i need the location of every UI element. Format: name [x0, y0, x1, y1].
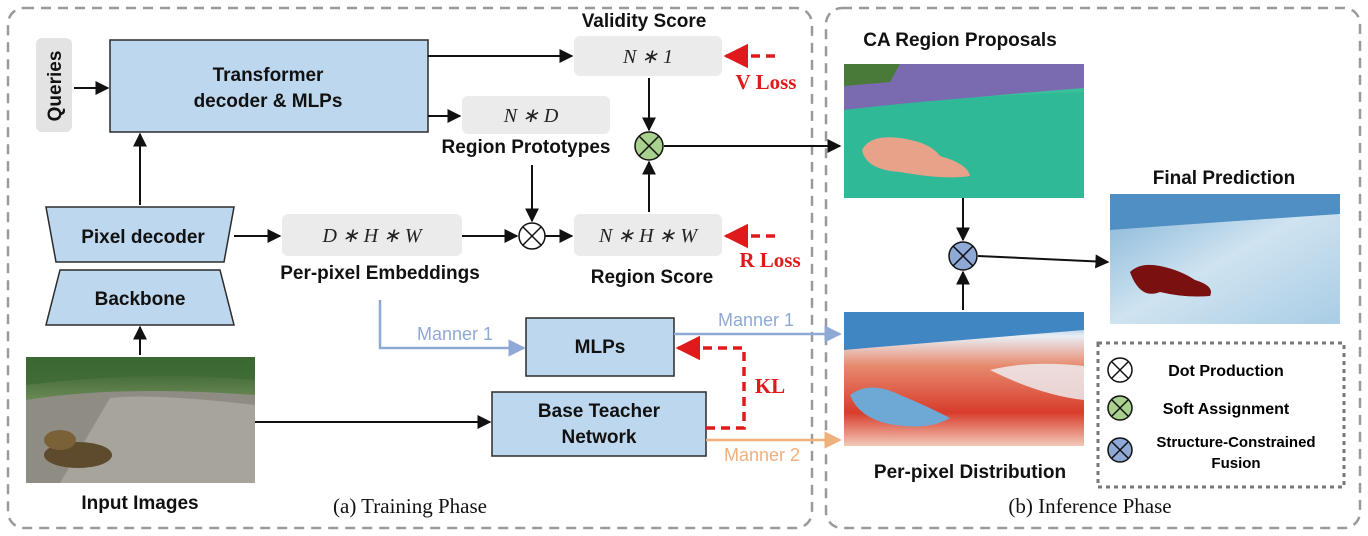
loss-arrows: [675, 43, 775, 430]
backbone-block: [45, 269, 235, 326]
ca-region-proposals-image: [844, 64, 1084, 198]
r-loss-label: R Loss: [739, 248, 800, 272]
queries-label: Queries: [45, 51, 66, 122]
dot-production-label: Dot Production: [1168, 363, 1284, 380]
dot-production-legend-icon: [1107, 357, 1133, 383]
prototype-shape: N ∗ D: [503, 105, 559, 127]
region-score-label: Region Score: [591, 267, 713, 288]
legend: Dot Production Soft Assignment Structure…: [1096, 341, 1346, 489]
soft-assignment-operator: [634, 131, 664, 161]
final-prediction-image: [1110, 194, 1340, 324]
teacher-block: [491, 391, 707, 457]
soft-assignment-label: Soft Assignment: [1163, 401, 1290, 418]
fusion-legend-icon: [1107, 437, 1133, 463]
training-phase-label: (a) Training Phase: [333, 494, 487, 518]
teacher-label-line1: Base Teacher: [538, 401, 661, 422]
dot-product-operator: [518, 222, 546, 250]
manner1-left-label: Manner 1: [417, 324, 493, 344]
flow-arrows: [74, 49, 1110, 429]
fusion-label-line1: Structure-Constrained: [1156, 434, 1315, 451]
training-phase-frame: [6, 6, 814, 530]
final-prediction-label: Final Prediction: [1153, 168, 1296, 189]
transformer-label-line1: Transformer: [213, 65, 324, 86]
soft-assignment-legend-icon: [1107, 395, 1133, 421]
pixel-decoder-block: [45, 206, 235, 263]
pixel-decoder-label: Pixel decoder: [81, 227, 205, 248]
per-pixel-distribution-image: [844, 312, 1084, 446]
prototype-shape-box: [462, 96, 610, 134]
kl-label: KL: [755, 374, 785, 398]
transformer-block: [109, 39, 429, 133]
manner-arrows: [378, 300, 842, 449]
manner1-right-label: Manner 1: [718, 310, 794, 330]
ca-region-proposals-label: CA Region Proposals: [863, 30, 1057, 51]
input-image: [26, 357, 255, 483]
validity-score-label: Validity Score: [582, 11, 707, 32]
embedding-shape: D ∗ H ∗ W: [321, 225, 423, 247]
transformer-label-line2: decoder & MLPs: [194, 91, 343, 112]
inference-phase-frame: [824, 6, 1362, 530]
input-images-label: Input Images: [81, 493, 198, 514]
validity-shape: N ∗ 1: [622, 46, 673, 68]
per-pixel-distribution-label: Per-pixel Distribution: [874, 462, 1066, 483]
validity-shape-box: [574, 36, 722, 76]
inference-phase-label: (b) Inference Phase: [1008, 494, 1171, 518]
per-pixel-embeddings-label: Per-pixel Embeddings: [280, 263, 480, 284]
region-shape-box: [574, 214, 722, 256]
v-loss-label: V Loss: [736, 70, 797, 94]
region-shape: N ∗ H ∗ W: [598, 225, 699, 247]
embedding-shape-box: [282, 214, 462, 256]
mlps-label: MLPs: [575, 337, 626, 358]
teacher-label-line2: Network: [562, 427, 637, 448]
queries-block: [36, 38, 72, 132]
region-prototypes-label: Region Prototypes: [442, 137, 611, 158]
fusion-label-line2: Fusion: [1211, 455, 1260, 472]
fusion-operator: [948, 241, 978, 271]
mlps-block: [525, 317, 675, 377]
manner2-label: Manner 2: [724, 445, 800, 465]
backbone-label: Backbone: [95, 289, 186, 310]
